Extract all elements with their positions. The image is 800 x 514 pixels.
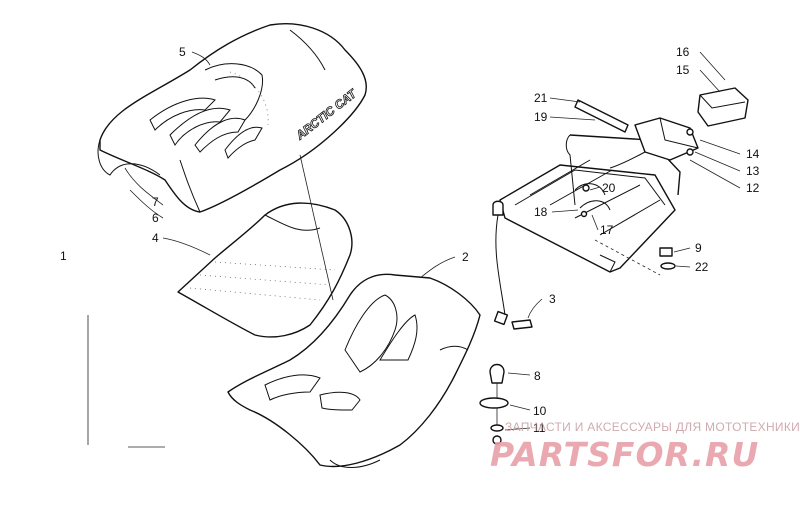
callout-21: 21 [534,91,548,105]
callout-8: 8 [534,369,541,383]
callout-6: 6 [152,211,159,225]
watermark-logo: PARTSFOR.RU [490,435,759,474]
callout-4: 4 [152,231,159,245]
callout-11: 11 [533,421,546,435]
callout-20: 20 [602,181,616,195]
rack-dashed-guide [594,239,661,276]
callout-18: 18 [534,205,548,219]
watermark-tagline: ЗАПЧАСТИ И АКСЕССУАРЫ ДЛЯ МОТОТЕХНИКИ [505,420,800,434]
seat-foam [177,202,353,338]
callout-14: 14 [746,147,760,161]
callout-7: 7 [152,195,159,209]
callout-12: 12 [746,181,760,195]
callout-15: 15 [676,63,690,77]
seat-base [227,273,481,468]
rack-frame [492,134,681,316]
callout-19: 19 [534,110,548,124]
wire-clips [574,183,611,218]
watermark: ЗАПЧАСТИ И АКСЕССУАРЫ ДЛЯ МОТОТЕХНИКИ PA… [490,420,800,474]
callout-3: 3 [549,292,556,306]
leader-lines [124,51,741,431]
callout-22: 22 [695,260,709,274]
callout-9: 9 [695,241,702,255]
callout-10: 10 [533,404,547,418]
screw-washer [659,247,676,270]
callout-13: 13 [746,164,760,178]
tail-light-assembly [609,87,749,169]
callout-2: 2 [462,250,469,264]
connector-plug [493,310,533,330]
seat-cover: ARCTIC CAT [97,23,367,213]
rack-pad-strip [574,99,629,133]
callout-16: 16 [676,45,690,59]
callout-1: 1 [60,249,67,263]
bumper-stack [479,363,509,445]
callout-17: 17 [600,223,614,237]
callout-labels: 1 2 3 4 5 6 7 8 9 10 11 12 13 14 15 16 1… [60,45,760,435]
callout-5: 5 [179,45,186,59]
seat-alignment-line [299,154,334,301]
